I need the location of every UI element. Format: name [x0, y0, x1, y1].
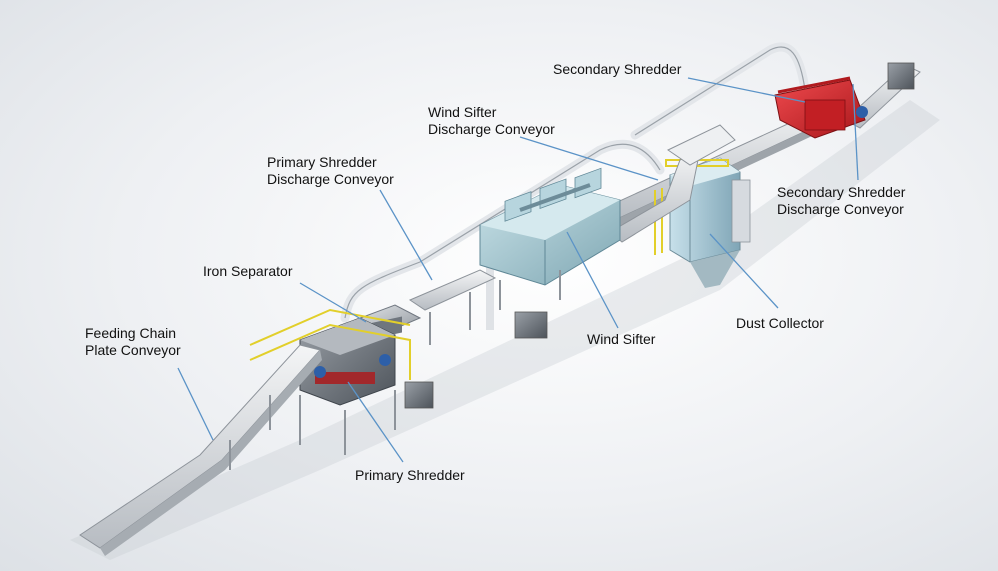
leader-primary-shredder — [347, 381, 404, 463]
leader-dust-collector — [709, 233, 779, 309]
leader-secondary-shredder — [687, 77, 806, 103]
leader-lines — [177, 77, 859, 463]
leader-wind-sifter — [566, 231, 619, 329]
label-primary-shredder-discharge-conveyor: Primary Shredder Discharge Conveyor — [267, 154, 394, 187]
overhead-duct-2-edge — [634, 46, 806, 136]
leader-secondary-shredder-discharge — [852, 83, 859, 181]
leader-iron-separator — [299, 282, 367, 323]
leader-feeding-chain — [177, 367, 214, 441]
overhead-duct-1-edge — [344, 143, 661, 319]
label-wind-sifter: Wind Sifter — [587, 331, 656, 347]
feeding-chain-conveyor-side — [100, 350, 322, 556]
label-feeding-chain-plate-conveyor: Feeding Chain Plate Conveyor — [85, 325, 181, 358]
label-primary-shredder: Primary Shredder — [355, 467, 465, 483]
label-dust-collector: Dust Collector — [736, 315, 824, 331]
wind-sifter-machine — [479, 167, 621, 310]
hopper-top — [667, 124, 736, 166]
label-secondary-shredder-discharge-conveyor: Secondary Shredder Discharge Conveyor — [777, 184, 906, 217]
sifter-bin — [514, 311, 548, 339]
leader-wind-sifter-discharge — [519, 136, 659, 181]
discharge-bin-right — [887, 62, 915, 90]
label-wind-sifter-discharge-conveyor: Wind Sifter Discharge Conveyor — [428, 104, 555, 137]
leader-primary-shredder-discharge — [379, 189, 433, 281]
label-secondary-shredder: Secondary Shredder — [553, 61, 682, 77]
primary-shredder-machine — [249, 308, 411, 455]
secondary-shredder-machine — [774, 76, 868, 139]
primary-discharge-conveyor — [408, 269, 497, 311]
label-iron-separator: Iron Separator — [203, 263, 293, 279]
primary-bin — [404, 381, 434, 409]
